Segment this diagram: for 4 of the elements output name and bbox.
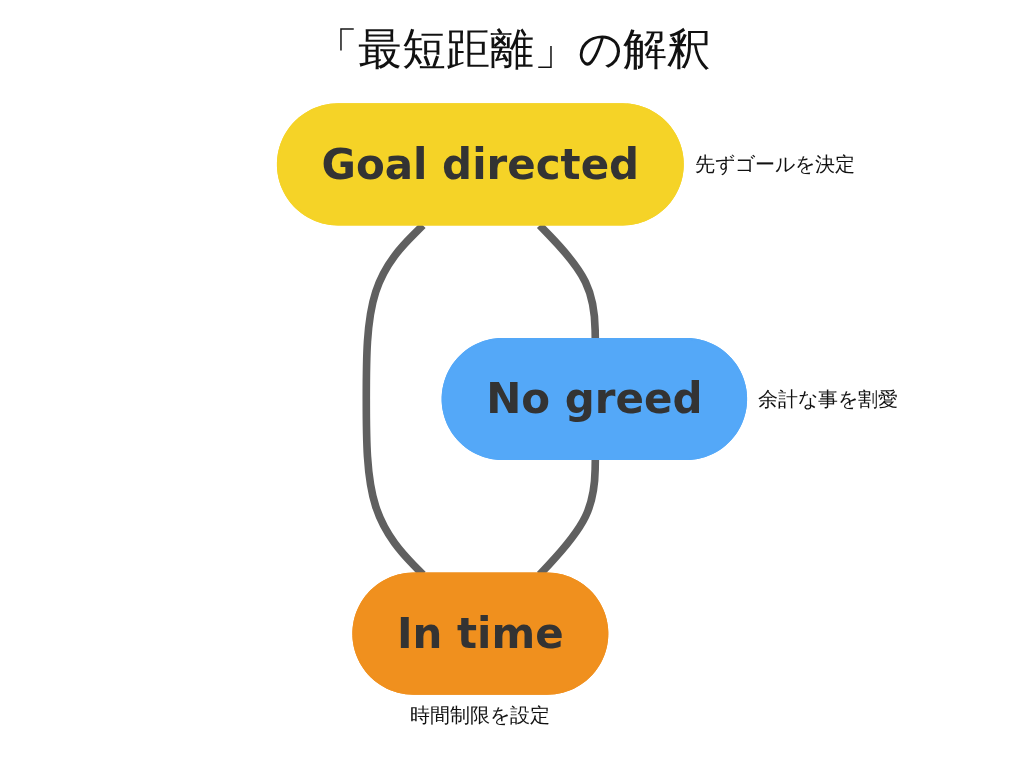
- title: 「最短距離」の解釈: [312, 22, 712, 76]
- node-note: 余計な事を割愛: [758, 385, 899, 413]
- node-note: 時間制限を設定: [410, 701, 551, 729]
- node-note: 先ずゴールを決定: [694, 150, 855, 178]
